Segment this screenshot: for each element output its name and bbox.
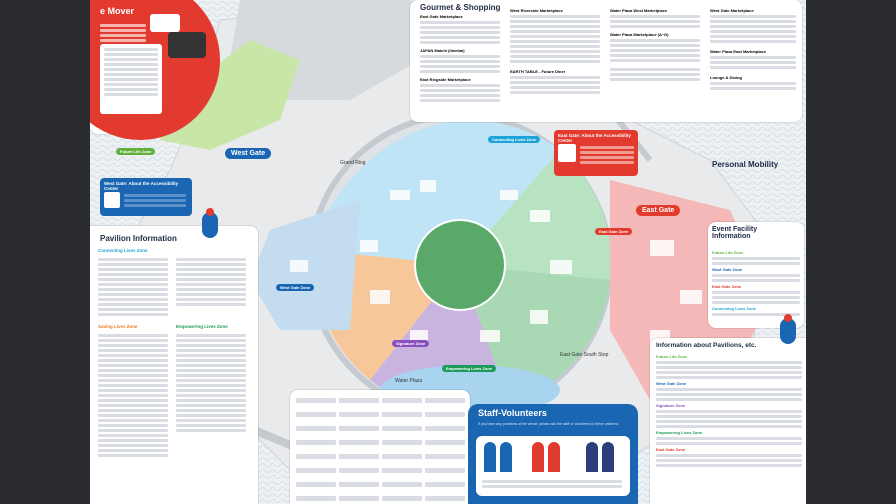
info-pavilions-title: Information about Pavilions, etc. xyxy=(656,342,757,349)
staff-figure xyxy=(586,442,598,472)
market-earth-table: EARTH TABLE - Future Diner xyxy=(510,69,566,74)
staff-figure xyxy=(548,442,560,472)
staff-figure xyxy=(532,442,544,472)
legend-panel xyxy=(290,390,470,504)
staff-figure xyxy=(602,442,614,472)
market-west-gate: West Gate Marketplace xyxy=(710,8,754,13)
market-japan-matchi: JAPAN Matchi (Ilmebai) xyxy=(420,48,465,53)
expo-map[interactable]: e Mover e Mover xyxy=(90,0,806,504)
event-facility-title: Event Facility Information xyxy=(712,226,758,240)
staff-figure xyxy=(500,442,512,472)
grand-ring-label: Grand Ring xyxy=(340,160,366,166)
market-water-plaza-east: Water Plaza East Marketplace xyxy=(710,49,767,54)
west-gate-zone-tag: West Gate Zone xyxy=(276,284,315,291)
event-facility-panel: Event Facility Information Future Life Z… xyxy=(708,222,804,328)
east-gate-label[interactable]: East Gate xyxy=(636,205,681,216)
staff-subtitle: If you have any problems at the venue, p… xyxy=(478,422,620,426)
market-west-riverside: West Riverside Marketplace xyxy=(510,8,563,13)
section-connecting: Connecting Lives Zone xyxy=(98,248,148,253)
east-gate-zone-tag: East Gate Zone xyxy=(595,228,633,235)
gourmet-panel: Gourmet & Shopping East Gate Marketplace… xyxy=(410,0,802,122)
mascot-icon xyxy=(780,318,796,344)
east-gate-south-label: East Gate South Stop xyxy=(560,352,609,358)
section-empowering: Empowering Lives Zone xyxy=(176,324,228,329)
info-pavilions-panel: Information about Pavilions, etc. Future… xyxy=(650,338,806,504)
signature-zone-tag: Signature Zone xyxy=(392,340,430,347)
bus-icon xyxy=(168,32,206,58)
water-plaza-label: Water Plaza xyxy=(395,378,423,384)
section-saving: Saving Lives Zone xyxy=(98,324,138,329)
market-water-plaza-west: Water Plaza West Marketplace xyxy=(610,8,668,13)
accessibility-icon xyxy=(558,144,576,162)
staff-title: Staff-Volunteers xyxy=(478,408,547,418)
market-east-gate: East Gate Marketplace xyxy=(420,14,463,19)
accessibility-icon xyxy=(104,192,120,208)
market-water-plaza: Water Plaza Marketplace (A~D) xyxy=(610,32,669,37)
pavilion-info-panel: Pavilion Information Connecting Lives Zo… xyxy=(90,226,258,504)
staff-volunteers-panel: Staff-Volunteers If you have any problem… xyxy=(468,404,638,504)
west-gate-label[interactable]: West Gate xyxy=(225,148,272,159)
market-east-ringside: East Ringside Marketplace xyxy=(420,77,471,82)
personal-mobility-title: Personal Mobility xyxy=(712,160,779,169)
future-life-zone-tag: Future Life Zone xyxy=(116,148,156,155)
east-accessibility-panel[interactable]: East Gate: About the Accessibility Cente… xyxy=(554,130,638,176)
empowering-zone-tag: Empowering Lives Zone xyxy=(442,365,497,372)
west-accessibility-panel[interactable]: West Gate: About the Accessibility Cente… xyxy=(100,178,192,216)
market-lounge-dining: Lounge & Dining xyxy=(710,75,742,80)
connecting-zone-tag: Connecting Lives Zone xyxy=(488,136,541,143)
gourmet-title: Gourmet & Shopping xyxy=(420,3,501,12)
mascot-icon xyxy=(202,212,218,238)
pavilion-info-title: Pavilion Information xyxy=(100,234,177,243)
staff-figure xyxy=(484,442,496,472)
emover-title-overlay: e Mover xyxy=(100,6,135,16)
